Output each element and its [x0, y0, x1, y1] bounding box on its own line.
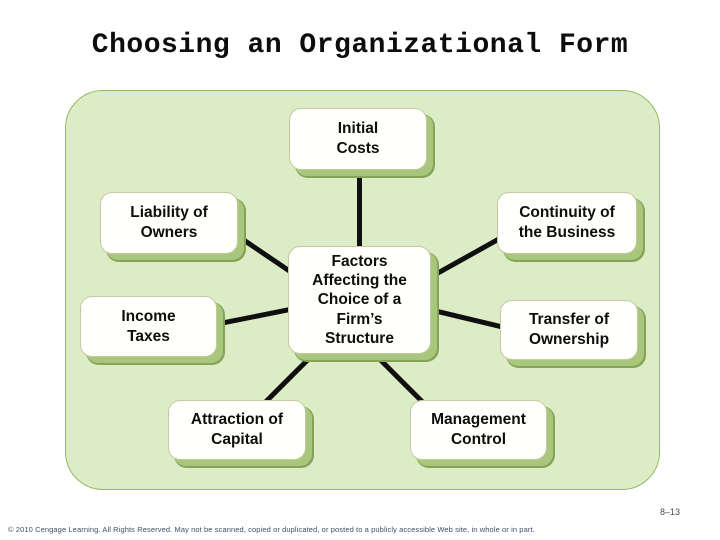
node-initial-costs: Initial Costs	[289, 108, 427, 170]
node-continuity-of-the-business: Continuity of the Business	[497, 192, 637, 254]
node-income-taxes: Income Taxes	[80, 296, 217, 357]
page-number: 8–13	[659, 507, 680, 517]
node-attraction-of-capital: Attraction of Capital	[168, 400, 306, 460]
slide-title: Choosing an Organizational Form	[91, 30, 629, 61]
node-center-factors: Factors Affecting the Choice of a Firm’s…	[288, 246, 431, 354]
footer-copyright: © 2010 Cengage Learning. All Rights Rese…	[8, 525, 535, 534]
connector-initial-costs	[357, 168, 362, 252]
node-liability-of-owners: Liability of Owners	[100, 192, 238, 254]
node-management-control: Management Control	[410, 400, 547, 460]
node-transfer-of-ownership: Transfer of Ownership	[500, 300, 638, 360]
